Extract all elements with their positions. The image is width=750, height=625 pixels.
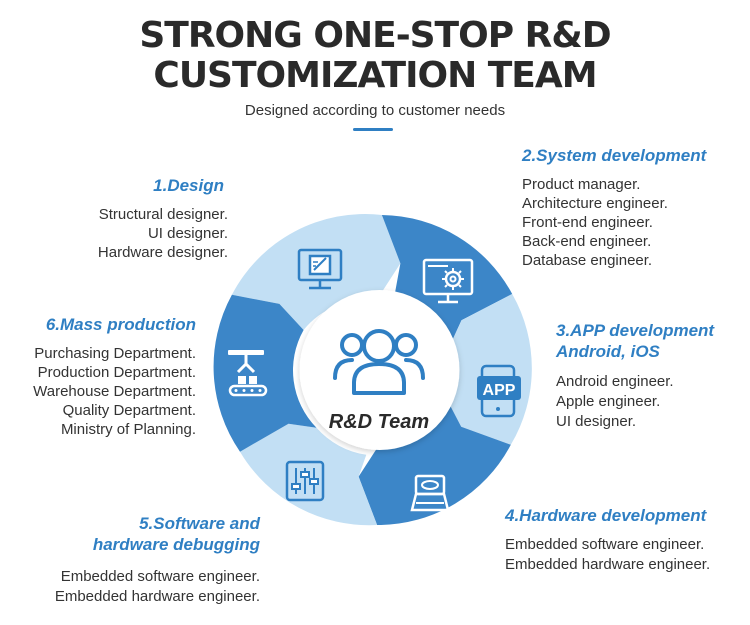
page-title-line-1: STRONG ONE-STOP R&D [139, 15, 611, 56]
role-item: Android engineer. [556, 373, 674, 390]
stage-heading: 6.Mass production [45, 315, 196, 334]
role-item: Quality Department. [62, 402, 196, 419]
role-item: Apple engineer. [556, 393, 661, 410]
segment-system-development [381, 215, 513, 362]
role-item: Warehouse Department. [33, 383, 196, 400]
sliders-icon [285, 460, 325, 502]
stage-heading-line: 5.Software and [139, 514, 260, 533]
role-item: Embedded software engineer. [60, 568, 260, 585]
subtitle-underline [353, 128, 393, 131]
role-item: Back-end engineer. [522, 233, 652, 250]
stage-items: Purchasing Department. Production Depart… [33, 344, 196, 439]
design-monitor-icon [297, 248, 343, 290]
stage-items: Embedded software engineer. Embedded har… [55, 567, 260, 607]
assembly-line-icon [228, 350, 268, 397]
role-item: Hardware designer. [97, 244, 228, 261]
gear-monitor-icon [422, 258, 474, 304]
role-item: Ministry of Planning. [60, 421, 196, 438]
stage-heading-line: 3.APP development [556, 321, 715, 340]
app-phone-icon: APP [477, 364, 521, 418]
stage-mass-production: 6.Mass production Purchasing Department.… [33, 314, 196, 439]
role-item: Production Department. [37, 364, 196, 381]
segment-hardware-development [358, 389, 511, 526]
role-item: UI designer. [147, 225, 228, 242]
role-item: Embedded hardware engineer. [54, 588, 260, 605]
stage-items: Product manager. Architecture engineer. … [522, 175, 706, 270]
center-label: R&D Team [329, 411, 429, 433]
role-item: UI designer. [556, 413, 637, 430]
hardware-chip-icon [410, 474, 450, 512]
stage-system-development: 2.System development Product manager. Ar… [522, 145, 706, 270]
stage-heading-line: Android, iOS [556, 342, 660, 361]
role-item: Database engineer. [522, 252, 653, 269]
stage-heading: 1.Design [153, 176, 224, 195]
stage-heading: 5.Software and hardware debugging [55, 513, 260, 555]
stage-heading: 2.System development [522, 146, 707, 165]
stage-debugging: 5.Software and hardware debugging Embedd… [55, 513, 260, 607]
stage-heading: 3.APP development Android, iOS [556, 320, 714, 362]
stage-heading-line: hardware debugging [92, 535, 260, 554]
stage-items: Embedded software engineer. Embedded har… [505, 535, 710, 575]
stage-design: 1.Design Structural designer. UI designe… [98, 175, 228, 262]
role-item: Embedded software engineer. [505, 536, 705, 553]
stage-heading: 4.Hardware development [505, 506, 707, 525]
stage-hardware-development: 4.Hardware development Embedded software… [505, 505, 710, 575]
role-item: Architecture engineer. [522, 195, 668, 212]
team-icon [333, 329, 425, 395]
role-item: Front-end engineer. [522, 214, 653, 231]
stage-app-development: 3.APP development Android, iOS Android e… [556, 320, 714, 432]
page-subtitle: Designed according to customer needs [244, 102, 506, 119]
segment-app-development [442, 294, 532, 445]
stage-items: Android engineer. Apple engineer. UI des… [556, 372, 714, 432]
app-icon-label: APP [483, 382, 516, 399]
page-title-line-2: CUSTOMIZATION TEAM [153, 55, 597, 96]
role-item: Structural designer. [98, 206, 228, 223]
role-item: Product manager. [522, 176, 641, 193]
role-item: Embedded hardware engineer. [505, 556, 711, 573]
segment-mass-production [213, 294, 317, 452]
stage-items: Structural designer. UI designer. Hardwa… [98, 205, 228, 262]
role-item: Purchasing Department. [34, 345, 196, 362]
